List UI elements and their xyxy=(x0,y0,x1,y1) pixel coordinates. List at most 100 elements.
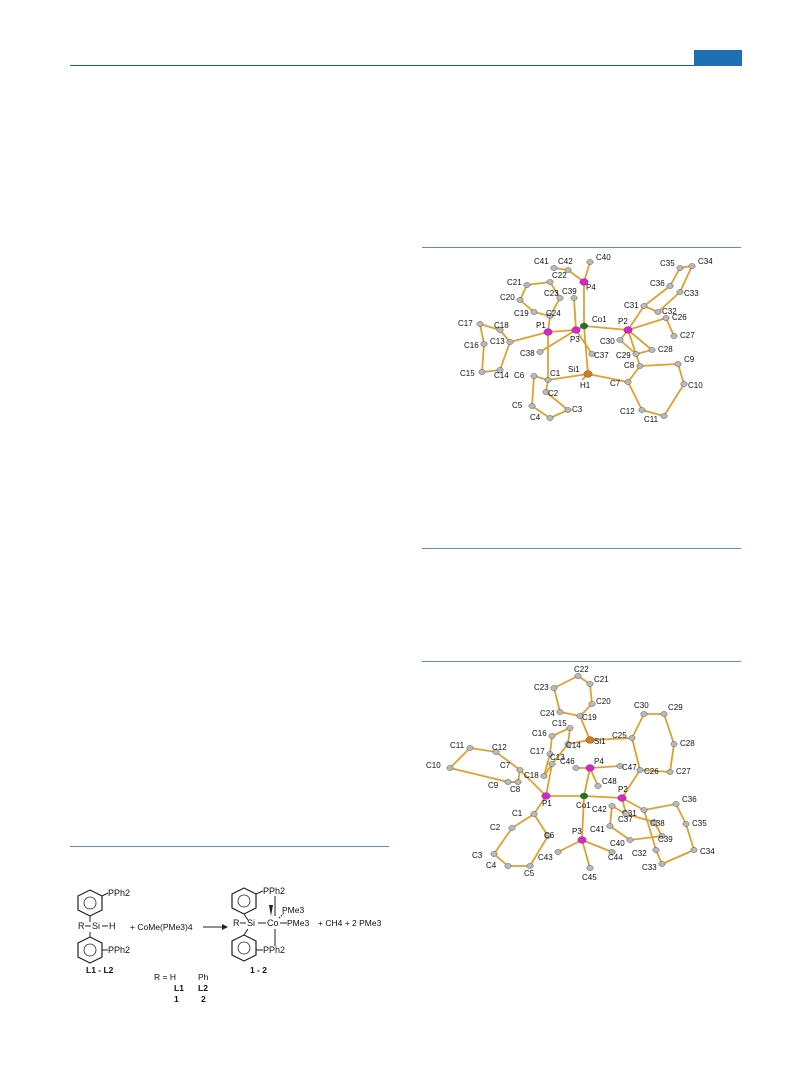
figure2-atom-c2 xyxy=(508,825,516,831)
figure1-label-c20: C20 xyxy=(500,293,515,302)
figure1-atom-c10 xyxy=(680,381,688,387)
figure1-label-c28: C28 xyxy=(658,345,673,354)
figure2-atom-c33 xyxy=(658,861,666,867)
figure1-label-c22: C22 xyxy=(552,271,567,280)
figure2-label-c18: C18 xyxy=(524,771,539,780)
figure1-label-c33: C33 xyxy=(684,289,699,298)
figure2-label-p2: P2 xyxy=(618,785,628,794)
figure2-label-c23: C23 xyxy=(534,683,549,692)
figure2-atom-p1 xyxy=(541,792,551,800)
header-rule xyxy=(70,65,742,66)
figure2-label-co1: Co1 xyxy=(576,801,591,810)
figure2-bond-co1-p3 xyxy=(581,795,585,841)
figure1-label-c6: C6 xyxy=(514,371,525,380)
figure1-atom-si1 xyxy=(583,370,593,378)
figure2-atom-c37 xyxy=(622,811,630,817)
reactant-si: Si xyxy=(92,921,100,931)
figure1-label-c30: C30 xyxy=(600,337,615,346)
figure1-atom-c21 xyxy=(523,282,531,288)
figure1-top-rule xyxy=(422,247,741,248)
figure1-atom-c41 xyxy=(550,265,558,271)
figure2-bond-c37-c38 xyxy=(625,813,655,823)
figure2-label-c11: C11 xyxy=(450,741,465,750)
figure2-atom-p3 xyxy=(577,836,587,844)
product-bond-si-ring xyxy=(243,928,249,936)
figure1-label-p3: P3 xyxy=(570,335,580,344)
figure1-atom-c17 xyxy=(476,321,484,327)
figure2-bond-p3-c43 xyxy=(557,839,583,853)
figure2-atom-c30 xyxy=(640,711,648,717)
figure1-bond-c24-c23 xyxy=(549,297,561,317)
figure2-bond-c21-c20 xyxy=(589,683,593,705)
figure2-label-c38: C38 xyxy=(650,819,665,828)
figure2-label-si1: Si1 xyxy=(594,737,606,746)
figure2-bond-c13-p1 xyxy=(545,763,553,797)
figure2-atom-c29 xyxy=(660,711,668,717)
figure1-atom-c1 xyxy=(544,377,552,383)
figure1-label-c21: C21 xyxy=(507,278,522,287)
reactant-pph2-top: PPh2 xyxy=(108,888,130,898)
table-r-label: R = H xyxy=(154,972,176,982)
figure1-atom-c16 xyxy=(480,341,488,347)
figure1-bond-c11-c12 xyxy=(641,409,665,417)
figure1-atom-c6 xyxy=(530,373,538,379)
figure1-bond-co1-si1 xyxy=(583,325,589,375)
figure1-atom-p3 xyxy=(571,326,581,334)
figure2-label-c9: C9 xyxy=(488,781,499,790)
figure1-bottom-rule xyxy=(422,548,741,549)
figure1-bond-c31-c36 xyxy=(643,285,671,307)
figure2-label-c30: C30 xyxy=(634,701,649,710)
figure2-bond-c25-c30 xyxy=(631,713,645,739)
figure1-bond-c8-c9 xyxy=(639,363,679,367)
figure2-atom-c17 xyxy=(546,751,554,757)
figure2-bond-p3-c45 xyxy=(581,839,591,869)
product-pph2-top: PPh2 xyxy=(263,886,285,896)
figure1-bond-c10-c11 xyxy=(663,383,685,417)
figure2-atom-c47 xyxy=(616,763,624,769)
figure2-bond-c34-c33 xyxy=(661,849,695,865)
figure1-atom-c7 xyxy=(624,379,632,385)
figure1-atom-c12 xyxy=(638,407,646,413)
figure1-atom-c35 xyxy=(676,265,684,271)
figure1-bond-c1-si1 xyxy=(547,373,589,381)
figure2-bond-c27-c26 xyxy=(639,769,671,773)
figure2-label-c2: C2 xyxy=(490,823,501,832)
figure2-atom-c48 xyxy=(594,783,602,789)
reactant-pph2-bottom: PPh2 xyxy=(108,945,130,955)
figure2-atom-c43 xyxy=(554,849,562,855)
figure1-atom-c15 xyxy=(478,369,486,375)
figure1-atom-c29 xyxy=(632,351,640,357)
figure2-label-c16: C16 xyxy=(532,729,547,738)
table-ligand-1: L1 xyxy=(174,983,184,993)
figure1-atom-c20 xyxy=(516,297,524,303)
figure1-atom-c9 xyxy=(674,361,682,367)
figure2-atom-co1 xyxy=(579,792,589,800)
figure2-bond-co1-p2 xyxy=(583,795,623,799)
figure2-label-c27: C27 xyxy=(676,767,691,776)
reactant-ring-bottom xyxy=(77,936,103,964)
figure2-bond-c31-c36 xyxy=(643,803,677,811)
figure2-label-c36: C36 xyxy=(682,795,697,804)
figure1-label-c3: C3 xyxy=(572,405,583,414)
figure1-label-c13: C13 xyxy=(490,337,505,346)
figure1-label-c19: C19 xyxy=(514,309,529,318)
figure2-atom-c27 xyxy=(666,769,674,775)
figure1-bond-c8-p2 xyxy=(627,329,641,367)
figure1-label-c17: C17 xyxy=(458,319,473,328)
figure1-bond-c16-c15 xyxy=(481,343,485,373)
figure1-atom-c22 xyxy=(546,279,554,285)
figure1-label-c4: C4 xyxy=(530,413,541,422)
reactant-h: H xyxy=(109,921,116,931)
figure1-atom-c39 xyxy=(570,295,578,301)
figure2-label-c41: C41 xyxy=(590,825,605,834)
reactant-ring-top-aromatic xyxy=(83,896,97,910)
figure1-atom-c2 xyxy=(542,389,550,395)
figure1-atom-c5 xyxy=(528,403,536,409)
figure2-bond-c23-c22 xyxy=(553,675,579,689)
figure1-atom-c36 xyxy=(666,283,674,289)
figure1-label-c38: C38 xyxy=(520,349,535,358)
figure1-bond-c6-c5 xyxy=(531,375,535,407)
figure2-atom-c36 xyxy=(672,801,680,807)
figure2-label-c3: C3 xyxy=(472,851,483,860)
